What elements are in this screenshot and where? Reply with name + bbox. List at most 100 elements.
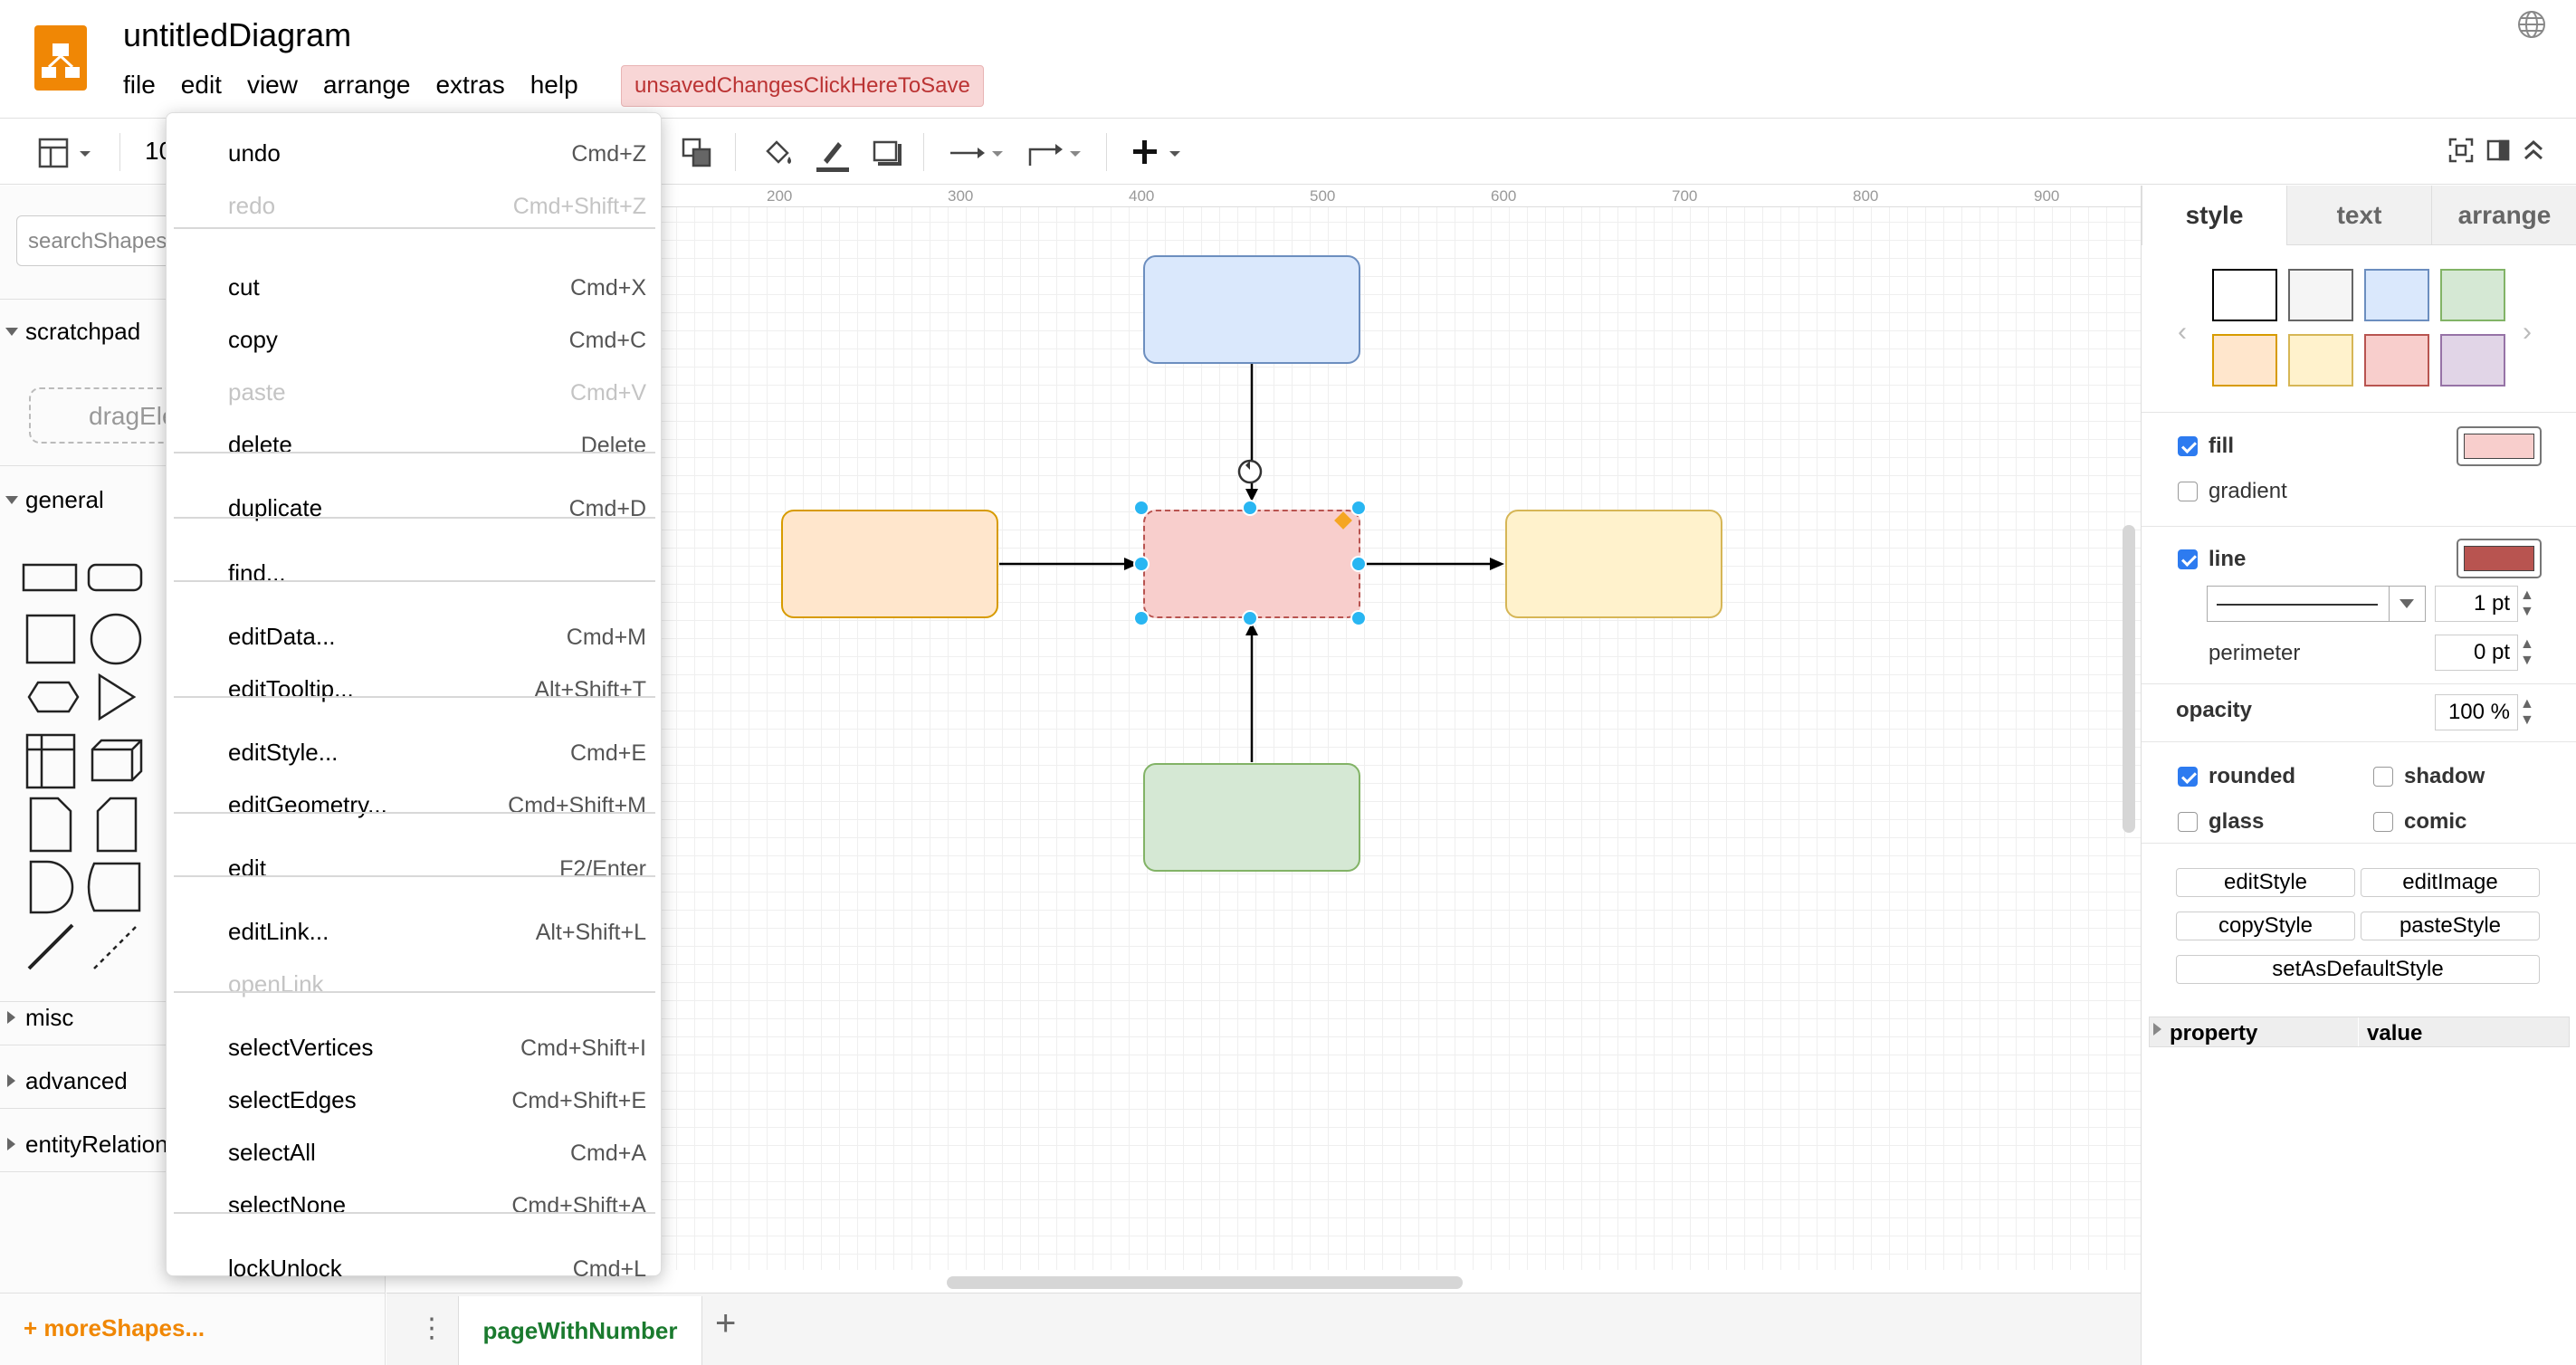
opacity-input[interactable]: 100 % (2435, 694, 2518, 730)
menu-item-open-link[interactable]: openLink (167, 959, 663, 1007)
menu-view[interactable]: view (246, 71, 298, 99)
shadow-checkbox[interactable] (2373, 767, 2393, 787)
fullscreen-icon[interactable] (2447, 137, 2480, 169)
add-page-icon[interactable]: + (715, 1303, 737, 1343)
edit-image-button[interactable]: editImage (2361, 868, 2540, 897)
section-scratchpad[interactable]: scratchpad (0, 313, 386, 349)
menu-extras[interactable]: extras (435, 71, 505, 99)
perimeter-stepper-icon[interactable]: ▲▼ (2520, 636, 2534, 668)
line-width-input[interactable]: 1 pt (2435, 586, 2518, 622)
waypoints-icon[interactable] (1026, 137, 1086, 169)
shadow-icon[interactable] (871, 137, 903, 169)
expand-caret-icon[interactable] (2153, 1023, 2161, 1036)
swatch-prev-icon[interactable]: ‹ (2178, 317, 2187, 347)
general-shapes-palette[interactable] (16, 543, 170, 978)
perimeter-input[interactable]: 0 pt (2435, 635, 2518, 671)
line-style-select[interactable] (2207, 586, 2426, 622)
opacity-stepper-icon[interactable]: ▲▼ (2520, 696, 2534, 728)
style-swatch[interactable] (2288, 334, 2353, 387)
menu-item-edit-link[interactable]: editLink...Alt+Shift+L (167, 906, 663, 955)
blue-rounded-rectangle[interactable] (1143, 255, 1360, 364)
rounded-checkbox[interactable] (2178, 767, 2198, 787)
menu-edit[interactable]: edit (180, 71, 222, 99)
section-advanced[interactable]: advanced (0, 1063, 386, 1099)
menu-item-edit-geometry[interactable]: editGeometry...Cmd+Shift+M (167, 779, 663, 828)
page-menu-icon[interactable]: ⋮ (418, 1313, 445, 1343)
menu-arrange[interactable]: arrange (322, 71, 411, 99)
vertical-scrollbar[interactable] (2123, 525, 2135, 833)
horizontal-scrollbar[interactable] (947, 1276, 1463, 1289)
fill-checkbox[interactable] (2178, 436, 2198, 456)
line-width-stepper-icon[interactable]: ▲▼ (2520, 587, 2534, 619)
copy-style-button[interactable]: copyStyle (2176, 912, 2355, 940)
style-swatch[interactable] (2364, 334, 2429, 387)
format-panel-icon[interactable] (38, 137, 91, 169)
yellow-rounded-rectangle[interactable] (1505, 510, 1722, 618)
tab-text[interactable]: text (2286, 186, 2431, 245)
menu-item-edit-tooltip[interactable]: editTooltip...Alt+Shift+T (167, 663, 663, 712)
swatch-next-icon[interactable]: › (2523, 317, 2532, 347)
paste-style-button[interactable]: pasteStyle (2361, 912, 2540, 940)
resize-handle[interactable] (1133, 500, 1150, 516)
language-globe-icon[interactable] (2516, 9, 2547, 40)
style-swatch[interactable] (2212, 334, 2277, 387)
orange-rounded-rectangle[interactable] (781, 510, 998, 618)
line-color-icon[interactable] (815, 137, 849, 172)
insert-plus-icon[interactable] (1130, 137, 1189, 169)
page-tab[interactable]: pageWithNumber (458, 1296, 702, 1365)
connection-arrow-icon[interactable] (949, 137, 1008, 169)
unsaved-changes-button[interactable]: unsavedChangesClickHereToSave (621, 65, 984, 107)
fill-color-icon[interactable] (762, 137, 795, 169)
green-rounded-rectangle[interactable] (1143, 763, 1360, 872)
resize-handle[interactable] (1133, 556, 1150, 572)
style-swatch[interactable] (2288, 269, 2353, 321)
line-checkbox[interactable] (2178, 549, 2198, 569)
menu-item-find[interactable]: find... (167, 548, 663, 597)
menu-item-edit-data[interactable]: editData...Cmd+M (167, 611, 663, 660)
to-back-icon[interactable] (681, 137, 713, 169)
glass-checkbox[interactable] (2178, 812, 2198, 832)
resize-handle[interactable] (1350, 556, 1367, 572)
edit-style-button[interactable]: editStyle (2176, 868, 2355, 897)
menu-item-edit-style[interactable]: editStyle...Cmd+E (167, 727, 663, 776)
tab-arrange[interactable]: arrange (2431, 186, 2576, 245)
resize-handle[interactable] (1133, 610, 1150, 626)
style-swatch[interactable] (2364, 269, 2429, 321)
rotate-handle-icon[interactable] (1235, 456, 1269, 491)
resize-handle[interactable] (1242, 610, 1258, 626)
resize-handle[interactable] (1242, 500, 1258, 516)
collapse-chevron-icon[interactable] (2520, 137, 2552, 169)
diagram-title[interactable]: untitledDiagram (123, 16, 352, 53)
line-color-picker[interactable] (2457, 539, 2542, 578)
comic-checkbox[interactable] (2373, 812, 2393, 832)
resize-handle[interactable] (1350, 500, 1367, 516)
menu-file[interactable]: file (123, 71, 156, 99)
fill-color-picker[interactable] (2457, 426, 2542, 466)
section-misc[interactable]: misc (0, 999, 386, 1036)
style-swatch[interactable] (2440, 269, 2505, 321)
diagram-canvas[interactable] (386, 186, 2141, 1270)
gradient-checkbox[interactable] (2178, 482, 2198, 501)
toggle-format-panel-icon[interactable] (2485, 137, 2518, 169)
style-swatch[interactable] (2212, 269, 2277, 321)
section-entity-relation[interactable]: entityRelation (0, 1126, 386, 1162)
set-as-default-style-button[interactable]: setAsDefaultStyle (2176, 955, 2540, 984)
more-shapes-button[interactable]: + moreShapes... (24, 1314, 205, 1341)
tab-style[interactable]: style (2142, 186, 2286, 245)
resize-handle[interactable] (1350, 610, 1367, 626)
menu-help[interactable]: help (530, 71, 578, 99)
style-swatch[interactable] (2440, 334, 2505, 387)
